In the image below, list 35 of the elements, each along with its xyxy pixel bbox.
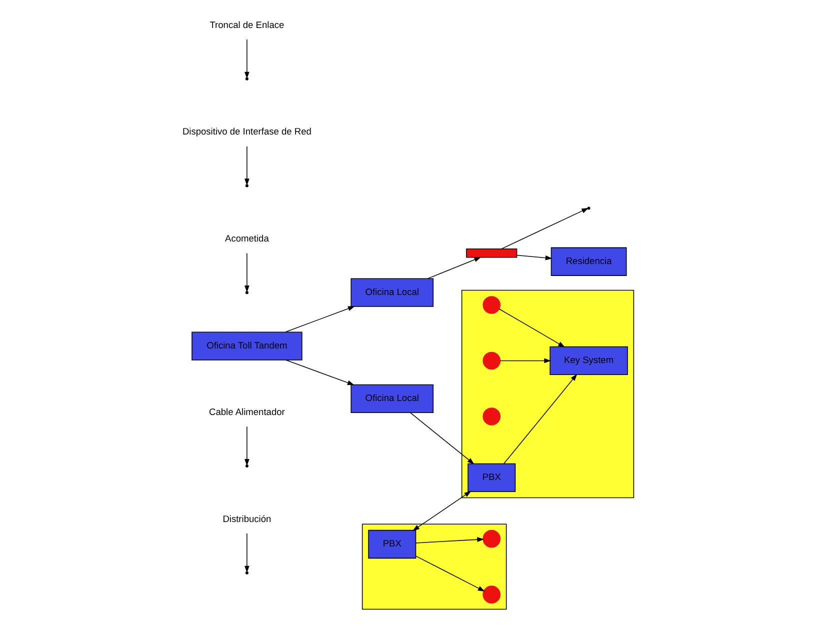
node-circle	[482, 586, 501, 604]
arrow	[501, 208, 589, 250]
arrow	[498, 308, 566, 348]
arrow	[427, 256, 482, 279]
arrow	[412, 490, 472, 531]
node-circle	[482, 408, 501, 426]
arrow	[244, 252, 250, 293]
node-box: Residencia	[550, 247, 627, 276]
arrow	[285, 306, 355, 332]
arrow	[244, 39, 250, 79]
node-box: Key System	[550, 346, 628, 376]
arrow	[244, 146, 250, 186]
node-box: PBX	[368, 530, 416, 559]
arrow	[244, 533, 250, 573]
arrow	[410, 412, 474, 464]
node-bar	[466, 248, 518, 258]
node-text: Distribución	[222, 514, 272, 524]
node-text: Dispositivo de Interfase de Red	[182, 126, 312, 137]
arrow	[285, 360, 354, 386]
node-box: Oficina Local	[350, 384, 434, 413]
node-text: Acometida	[225, 234, 269, 244]
node-text: Troncal de Enlace	[210, 20, 284, 30]
arrow	[415, 556, 485, 592]
node-text: Cable Alimentador	[209, 407, 285, 418]
arrow	[244, 426, 250, 466]
node-box: PBX	[468, 463, 516, 492]
node-circle	[482, 296, 501, 314]
arrow	[504, 374, 578, 464]
arrow	[415, 537, 484, 544]
node-box: Oficina Toll Tandem	[192, 332, 302, 360]
node-circle	[482, 352, 501, 370]
node-box: Oficina Local	[350, 278, 434, 307]
node-circle	[482, 530, 501, 548]
arrow	[516, 254, 552, 260]
arrow	[500, 358, 552, 364]
